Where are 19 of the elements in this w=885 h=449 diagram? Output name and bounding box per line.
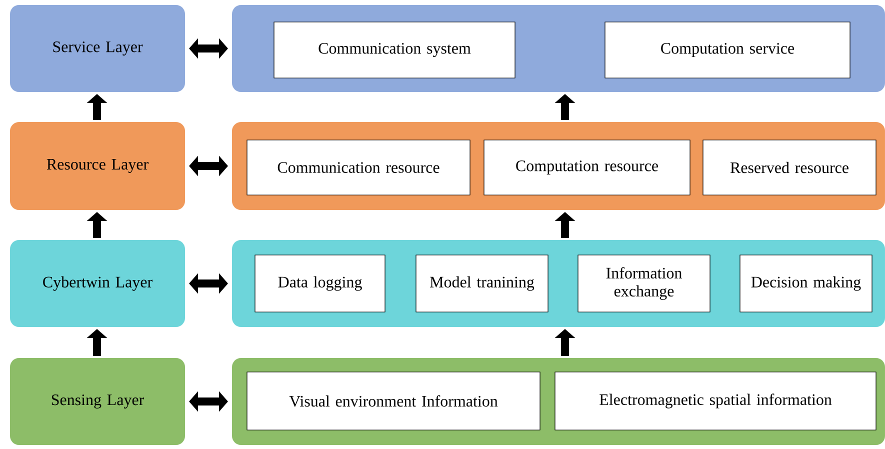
block-arrow [189,273,228,294]
layer-box: Sensing Layer [10,358,186,445]
component-box: Computation resource [484,140,690,196]
component-box: Information exchange [578,254,710,312]
component-box: Data logging [254,254,386,312]
component-box: Visual environment Information [246,372,540,430]
component-box: Communication resource [246,140,470,196]
component-box: Communication system [274,22,516,78]
layer-box: Resource Layer [10,122,186,210]
component-box: Reserved resource [702,140,876,196]
component-box: Electromagnetic spatial information [554,372,876,430]
block-arrow [189,391,228,412]
layer-box: Service Layer [10,5,186,92]
block-arrow [189,38,228,59]
component-box: Model tranining [416,254,548,312]
block-arrow [189,156,228,176]
layer-box: Cybertwin Layer [10,240,186,327]
component-box: Computation service [604,22,850,78]
component-box: Decision making [740,254,872,312]
